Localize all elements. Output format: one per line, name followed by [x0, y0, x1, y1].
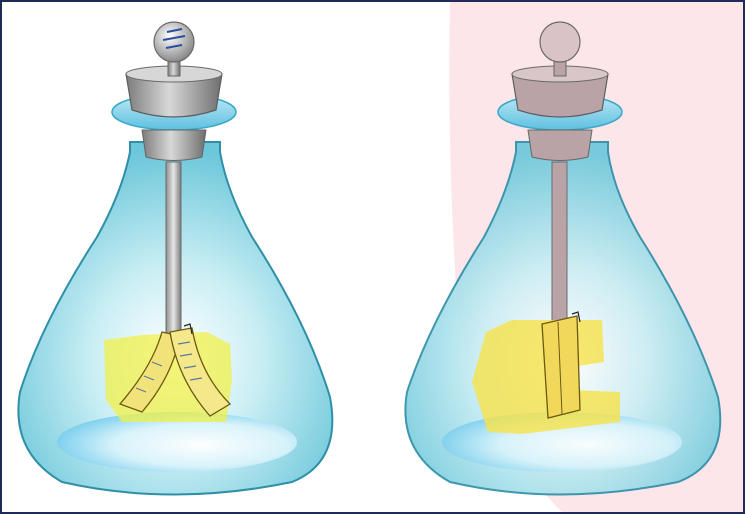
left-flask-knob	[154, 22, 194, 62]
right-strip-closed	[542, 316, 580, 418]
right-flask-rod	[552, 162, 567, 322]
left-flask	[18, 22, 332, 495]
right-flask-knob	[540, 22, 580, 62]
left-flask-rod	[166, 162, 181, 342]
